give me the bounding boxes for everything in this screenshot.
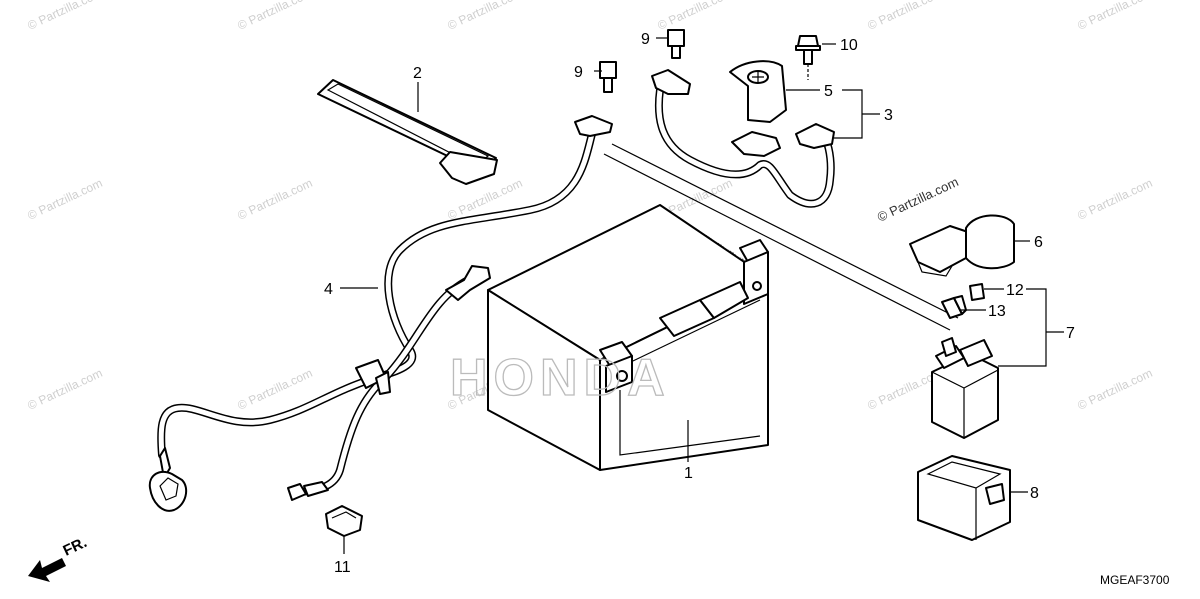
callout-9-lower: 9 <box>574 64 583 81</box>
part-11-bolt[interactable] <box>325 505 363 537</box>
callout-6: 6 <box>1034 234 1043 251</box>
watermark: © Partzilla.com <box>1075 366 1154 413</box>
callout-3: 3 <box>884 107 893 124</box>
callout-13: 13 <box>988 303 1006 320</box>
relay-lead-wire <box>603 143 959 331</box>
part-5-terminal-cover[interactable] <box>729 60 787 123</box>
part-7-starter-relay[interactable] <box>931 337 999 439</box>
watermark: © Partzilla.com <box>655 0 734 33</box>
watermark: © Partzilla.com <box>1075 176 1154 223</box>
callout-12: 12 <box>1006 282 1024 299</box>
callout-1: 1 <box>684 465 693 482</box>
part-9-bolt-upper[interactable] <box>667 29 685 59</box>
watermark: © Partzilla.com <box>235 176 314 223</box>
callout-labels: 1 2 3 4 5 6 7 8 9 9 10 11 12 13 <box>324 31 1075 576</box>
watermark: © Partzilla.com <box>865 0 944 33</box>
part-1-battery[interactable]: HONDA <box>449 204 769 471</box>
watermark: © Partzilla.com <box>25 176 104 223</box>
watermark: © Partzilla.com <box>235 0 314 33</box>
front-label: FR. <box>61 534 90 560</box>
callout-9-upper: 9 <box>641 31 650 48</box>
part-10-screw[interactable] <box>795 35 821 80</box>
callout-10: 10 <box>840 37 858 54</box>
part-13-fuse[interactable] <box>941 295 967 319</box>
part-6-relay-cover[interactable] <box>909 214 1015 277</box>
leader-lines <box>340 37 1064 554</box>
part-4-cable-harness[interactable] <box>148 115 613 512</box>
callout-8: 8 <box>1030 485 1039 502</box>
watermark: © Partzilla.com <box>1075 0 1154 33</box>
part-9-bolt-lower[interactable] <box>599 61 617 93</box>
front-direction-indicator: FR. <box>28 534 90 582</box>
honda-brand-watermark: HONDA <box>450 349 671 407</box>
front-arrow-icon <box>28 558 66 582</box>
watermark: © Partzilla.com <box>25 366 104 413</box>
callout-2: 2 <box>413 65 422 82</box>
watermark: © Partzilla.com <box>445 0 524 33</box>
callout-11: 11 <box>334 559 351 576</box>
diagram-code: MGEAF3700 <box>1100 573 1170 587</box>
part-2-battery-band[interactable] <box>317 79 498 185</box>
part-12-fuse[interactable] <box>969 283 985 301</box>
part-8-relay-boot[interactable] <box>917 455 1011 541</box>
watermark-main: © Partzilla.com <box>875 174 961 225</box>
callout-5: 5 <box>824 83 833 100</box>
callout-4: 4 <box>324 281 333 298</box>
watermark: © Partzilla.com <box>25 0 104 33</box>
callout-7: 7 <box>1066 325 1075 342</box>
part-3-positive-cable[interactable] <box>651 69 835 208</box>
